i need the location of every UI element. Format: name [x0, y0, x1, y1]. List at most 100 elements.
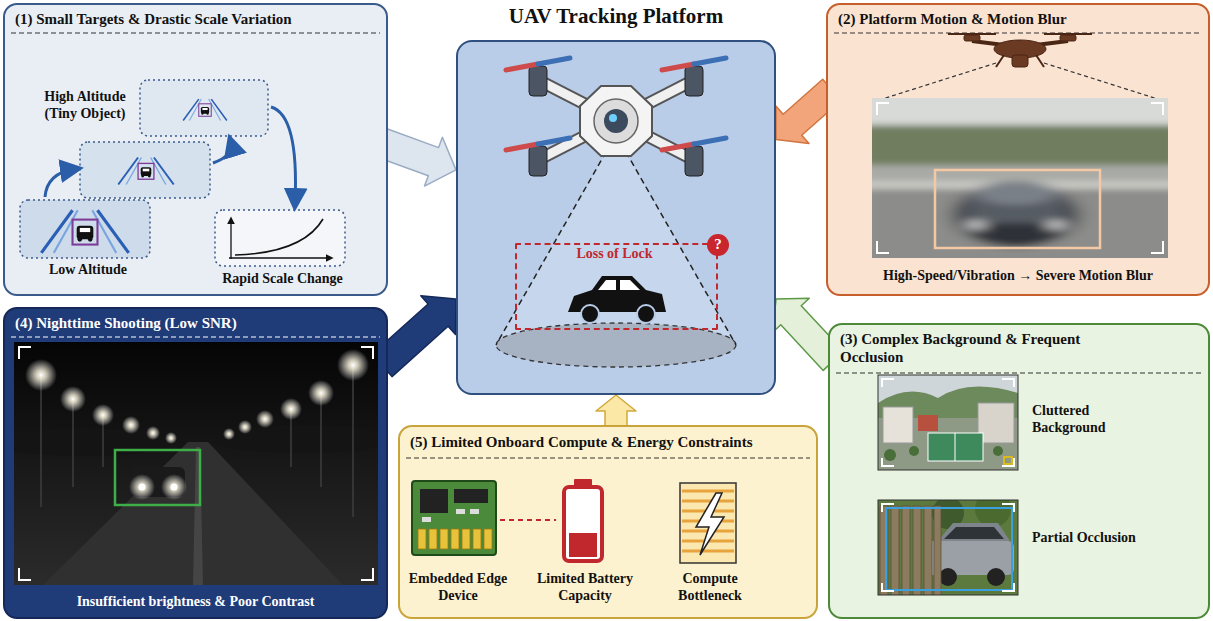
- occlusion-illustration-part: [913, 506, 921, 595]
- motion-blur-illustration-part: [872, 98, 1168, 258]
- motion-blur-illustration-part: [935, 170, 1100, 248]
- motion-blur-illustration-part: [964, 35, 980, 41]
- motion-blur-illustration-part: [877, 103, 1163, 253]
- drone-illustration-part: [685, 146, 703, 176]
- scale-illustration-part: [235, 219, 323, 255]
- night-illustration-part: [238, 420, 252, 434]
- label-text: High-Speed/Vibration → Severe Motion Blu…: [826, 268, 1210, 285]
- motion-blur-illustration-part: [876, 63, 996, 101]
- night-illustration-part: [115, 450, 200, 505]
- challenge-panel: (4) Nighttime Shooting (Low SNR)Insuffic…: [3, 307, 388, 619]
- night-illustration-part: [72, 399, 74, 487]
- occlusion-illustration-part: [882, 379, 1014, 466]
- heading-text: ?: [707, 235, 729, 253]
- night-illustration-part: [165, 432, 177, 444]
- scale-illustration-part: [271, 107, 296, 203]
- compute-illustration-part: [406, 457, 810, 458]
- drone-illustration-part: [581, 305, 599, 323]
- drone-illustration-part: [694, 138, 726, 144]
- compute-illustration-part: [462, 529, 470, 549]
- night-illustration-part: [40, 375, 42, 507]
- heading-text: (2) Platform Motion & Motion Blur: [838, 10, 1198, 28]
- drone-illustration-part: [598, 280, 616, 290]
- compute-illustration-part: [412, 481, 496, 555]
- night-illustration-part: [146, 426, 160, 440]
- compute-illustration-part: [420, 489, 448, 513]
- heading-text: UAV Tracking Platform: [456, 4, 776, 29]
- occlusion-illustration-part: [987, 568, 1005, 586]
- scale-illustration-part: [140, 80, 268, 136]
- motion-blur-illustration-part: [872, 98, 1168, 258]
- compute-illustration-part: [682, 500, 734, 503]
- heading-text: (3) Complex Background & Frequent Occlus…: [840, 330, 1130, 366]
- compute-illustration-part: [682, 490, 734, 493]
- label-text: Insufficient brightness & Poor Contrast: [3, 594, 388, 611]
- motion-blur-illustration-part: [1036, 55, 1044, 67]
- night-illustration-part: [161, 474, 187, 500]
- occlusion-illustration-part: [918, 415, 938, 431]
- label-text: Partial Occlusion: [1032, 530, 1142, 547]
- label-text: High Altitude (Tiny Object): [27, 89, 143, 123]
- occlusion-illustration-part: [891, 506, 899, 595]
- motion-blur-illustration-part: [1050, 219, 1062, 231]
- label-text: Limited Battery Capacity: [526, 571, 644, 605]
- occlusion-illustration-part: [938, 523, 1010, 541]
- occlusion-illustration-part: [878, 500, 1018, 595]
- occlusion-illustration-part: [878, 375, 1018, 470]
- compute-illustration-part: [470, 509, 479, 514]
- label-text: Cluttered Background: [1032, 403, 1142, 437]
- compute-illustration-part: [682, 550, 734, 553]
- occlusion-illustration-part: [836, 372, 1202, 373]
- drone-illustration-part: [538, 58, 570, 64]
- drone-illustration-part: [496, 152, 736, 345]
- occlusion-illustration-part: [880, 506, 941, 595]
- compute-illustration-part: [454, 489, 488, 503]
- occlusion-illustration-part: [993, 446, 1003, 456]
- compute-illustration-part: [564, 487, 602, 561]
- night-illustration-part: [11, 336, 380, 337]
- drone-illustration-part: [685, 66, 703, 96]
- compute-illustration-part: [569, 533, 597, 557]
- motion-blur-illustration-part: [872, 98, 1168, 258]
- night-illustration-part: [129, 474, 155, 500]
- motion-blur-illustration-part: [948, 33, 996, 35]
- night-illustration-part: [60, 386, 86, 412]
- night-illustration-part: [280, 398, 302, 420]
- night-illustration-part: [223, 428, 235, 440]
- motion-blur-illustration-part: [1060, 35, 1076, 41]
- label-text: Rapid Scale Change: [215, 271, 350, 288]
- scale-illustration-part: [41, 210, 128, 253]
- drone-illustration-part: [594, 99, 638, 143]
- night-illustration: [3, 307, 388, 619]
- label-text: Compute Bottleneck: [650, 571, 770, 605]
- scale-illustration-part: [213, 142, 232, 163]
- night-illustration-part: [256, 410, 274, 428]
- scale-illustration-part: [230, 219, 231, 259]
- night-illustration-part: [41, 365, 353, 517]
- drone-illustration-part: [506, 144, 538, 150]
- drone-illustration-part: [506, 138, 570, 176]
- motion-blur-illustration-part: [1044, 63, 1164, 101]
- compute-illustration-part: [422, 517, 431, 522]
- motion-blur-illustration-part: [834, 32, 1202, 33]
- night-illustration-part: [14, 342, 378, 585]
- heading-text: (1) Small Targets & Drastic Scale Variat…: [15, 10, 375, 28]
- label-text: Embedded Edge Device: [400, 571, 516, 605]
- occlusion-illustration-part: [1004, 457, 1012, 464]
- drone-illustration-part: [506, 58, 570, 96]
- drone-illustration-part: [609, 114, 617, 122]
- drone-illustration-part: [580, 86, 652, 156]
- compute-illustration-part: [418, 529, 426, 549]
- night-illustration-part: [14, 342, 378, 585]
- drone-illustration-part: [538, 138, 570, 144]
- drone-illustration-part: [538, 80, 694, 160]
- drone-illustration: [456, 40, 776, 395]
- occlusion-illustration: [828, 323, 1210, 619]
- night-illustration-part: [139, 484, 146, 491]
- motion-blur-illustration-part: [976, 181, 1056, 205]
- night-illustration-part: [92, 404, 114, 426]
- occlusion-illustration-part: [924, 506, 932, 595]
- drone-illustration-part: [620, 280, 640, 290]
- drone-illustration-part: [662, 58, 726, 96]
